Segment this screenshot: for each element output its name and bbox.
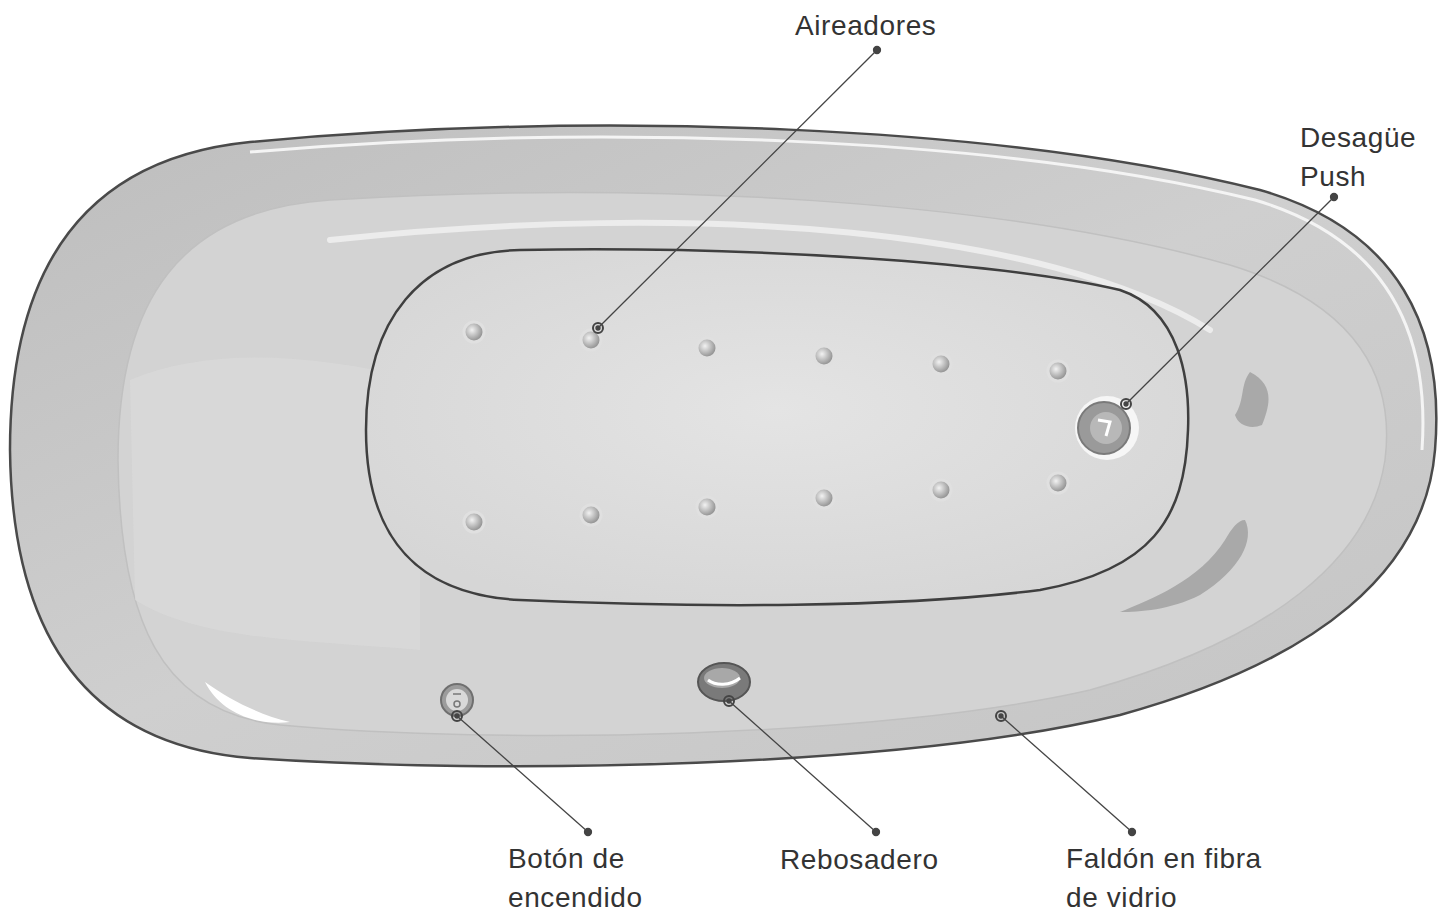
part-label: Aireadores <box>795 6 995 45</box>
inner-bowl <box>118 193 1387 736</box>
overflow <box>698 663 750 701</box>
basin-floor <box>366 249 1188 605</box>
part-label: Desagüe Push <box>1300 118 1440 196</box>
part-label: Faldón en fibra de vidrio <box>1066 839 1298 917</box>
part-label: Botón de encendido <box>508 839 683 917</box>
tub-outline <box>10 126 1436 766</box>
gloss-mark <box>1235 372 1269 427</box>
push-drain <box>1075 396 1139 460</box>
aerator-jets <box>464 322 1068 532</box>
gloss-mark <box>205 682 290 723</box>
leader-lines <box>452 47 1338 836</box>
part-label: Rebosadero <box>780 840 980 879</box>
